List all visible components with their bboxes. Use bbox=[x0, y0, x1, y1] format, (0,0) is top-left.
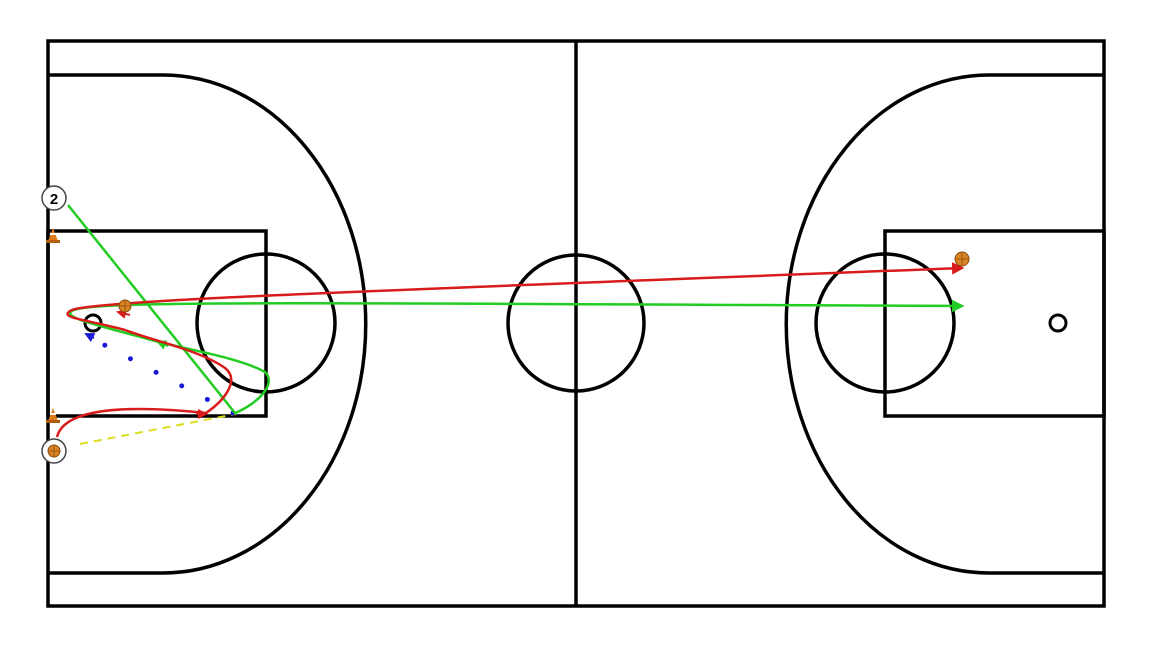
screen-path bbox=[79, 413, 237, 445]
left-key bbox=[46, 229, 268, 418]
dribble-mid-arrow bbox=[116, 309, 131, 319]
cut-mid-arrow bbox=[156, 340, 169, 350]
left-free-throw-circle bbox=[195, 252, 337, 394]
player-2-label: 2 bbox=[50, 191, 58, 208]
basketball-icon bbox=[118, 299, 132, 313]
pass-path bbox=[92, 337, 236, 416]
cone-icon bbox=[46, 408, 60, 423]
center-circle bbox=[506, 253, 646, 393]
right-free-throw-circle bbox=[814, 252, 956, 394]
right-key bbox=[883, 229, 1106, 418]
left-three-point-line bbox=[48, 73, 368, 575]
basketball-player-icon bbox=[47, 444, 61, 458]
player-with-ball[interactable] bbox=[41, 438, 67, 464]
dribble-path bbox=[55, 262, 965, 438]
right-three-point-line bbox=[784, 73, 1104, 575]
player-2[interactable]: 2 bbox=[41, 185, 67, 211]
pass-arrow bbox=[84, 333, 96, 343]
basketball-icon bbox=[954, 251, 970, 267]
right-hoop bbox=[1048, 313, 1068, 333]
cone-icon bbox=[46, 228, 60, 243]
cut-path bbox=[67, 204, 965, 415]
